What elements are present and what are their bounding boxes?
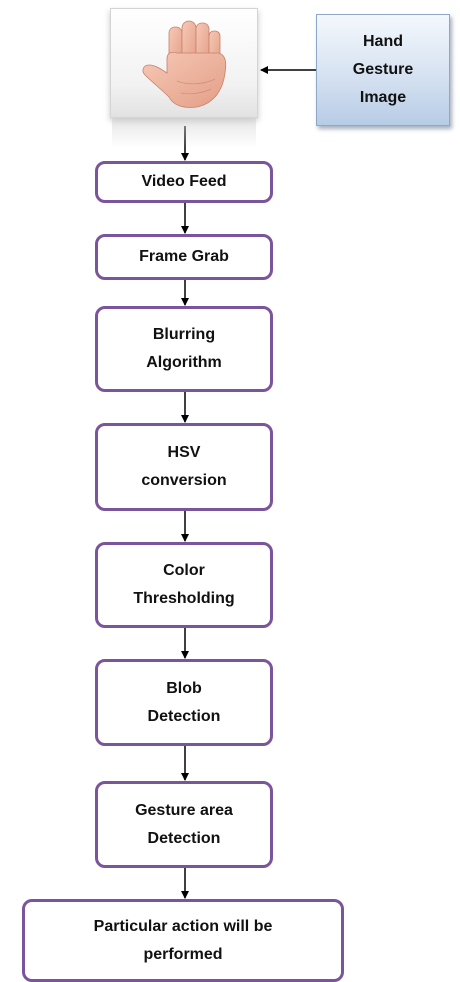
step-hsv-conversion: HSV conversion <box>95 423 273 511</box>
step-color-thresholding: Color Thresholding <box>95 542 273 628</box>
step-blurring-algorithm: Blurring Algorithm <box>95 306 273 392</box>
step-blob-detection: Blob Detection <box>95 659 273 746</box>
step-video-feed: Video Feed <box>95 161 273 203</box>
photo-reflection <box>112 118 256 148</box>
hand-gesture-image-box: Hand Gesture Image <box>316 14 450 126</box>
step-frame-grab: Frame Grab <box>95 234 273 280</box>
hand-gesture-photo <box>110 8 258 118</box>
hand-icon <box>142 20 227 108</box>
step-particular-action: Particular action will be performed <box>22 899 344 982</box>
step-gesture-area-detection: Gesture area Detection <box>95 781 273 868</box>
